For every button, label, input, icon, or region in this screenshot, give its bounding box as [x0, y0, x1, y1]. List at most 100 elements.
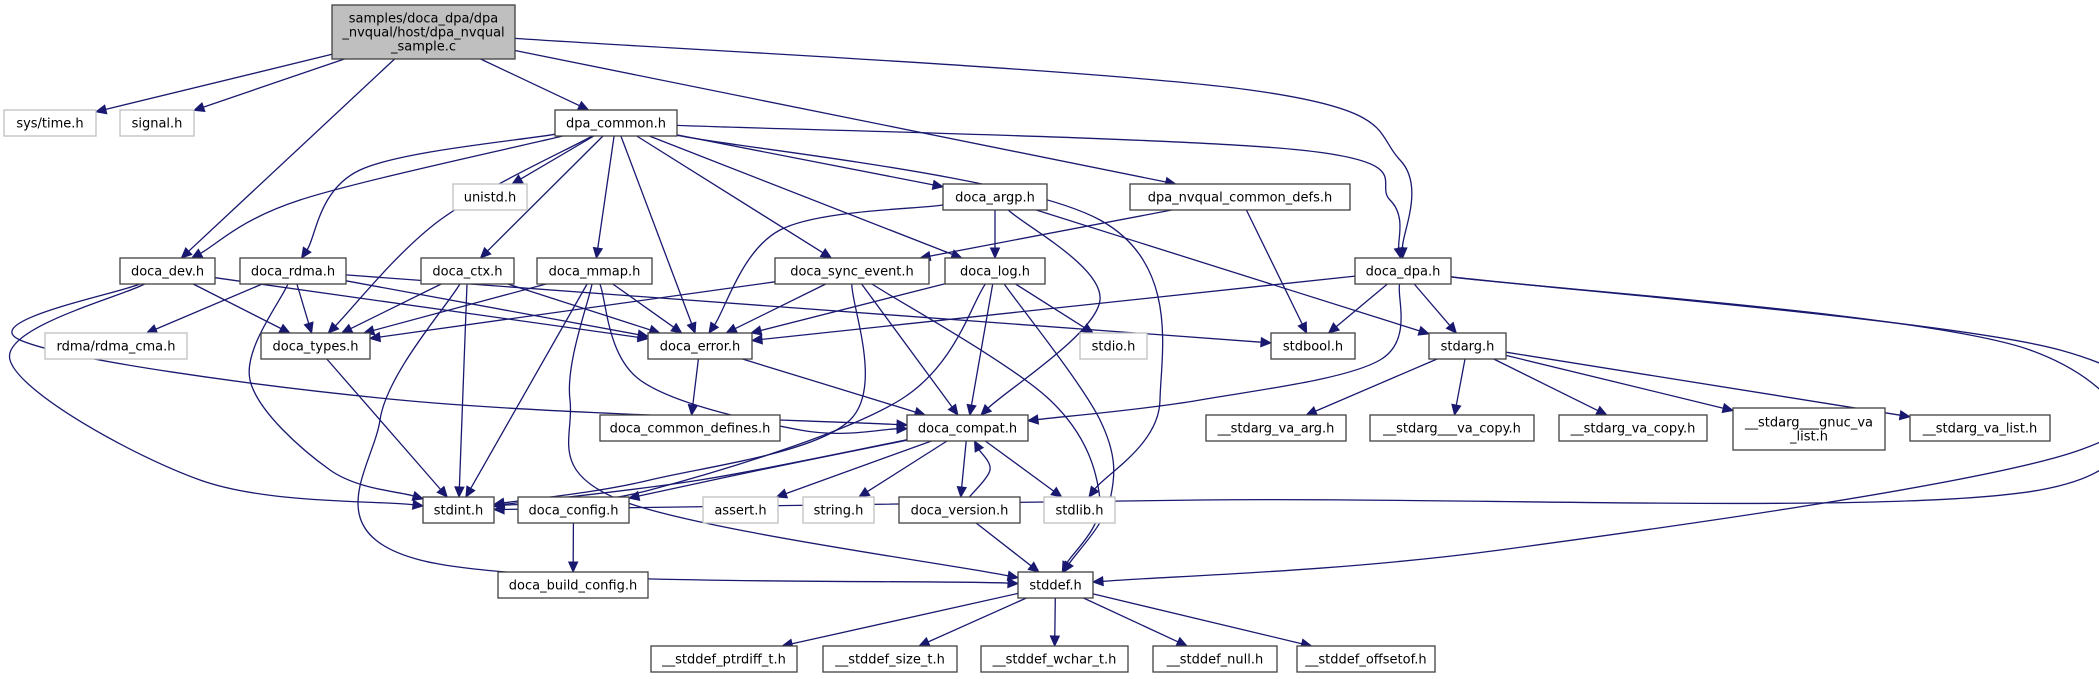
edge-line	[350, 283, 442, 330]
edge-doca_mmap-to-doca_compat	[599, 283, 909, 435]
node-doca-config[interactable]: doca_config.h	[517, 496, 630, 524]
edge-doca_compat-to-doca_version	[956, 440, 968, 499]
edge-line	[649, 135, 953, 256]
arrowhead-icon	[479, 246, 492, 259]
node-doca-dpa[interactable]: doca_dpa.h	[1354, 257, 1452, 285]
node-assert[interactable]: assert.h	[702, 496, 779, 524]
node-box	[554, 109, 678, 137]
node-stddef[interactable]: stddef.h	[1017, 571, 1094, 599]
edge-doca_error-to-doca_common_defines	[687, 358, 700, 417]
edge-line	[929, 209, 1172, 257]
node-stddef-wchar-t[interactable]: __stddef_wchar_t.h	[980, 645, 1129, 673]
node-root[interactable]: samples/doca_dpa/dpa_nvqual/host/dpa_nvq…	[331, 4, 516, 60]
node-rdma-cma[interactable]: rdma/rdma_cma.h	[44, 332, 188, 360]
node-stddef-size-t[interactable]: __stddef_size_t.h	[822, 645, 958, 673]
arrowhead-icon	[973, 439, 985, 453]
edge-line	[599, 283, 898, 435]
node-unistd[interactable]: unistd.h	[452, 183, 528, 211]
arrowhead-icon	[627, 490, 641, 502]
node-box	[599, 414, 781, 442]
node-box	[422, 496, 495, 524]
edge-line	[188, 58, 396, 252]
node-box	[1558, 414, 1708, 442]
node-stdlib[interactable]: stdlib.h	[1043, 496, 1116, 524]
edge-line	[379, 281, 776, 338]
node-doca-compat[interactable]: doca_compat.h	[906, 414, 1029, 442]
arrowhead-icon	[576, 100, 590, 111]
node-stddef-offsetof[interactable]: __stddef_offsetof.h	[1296, 645, 1436, 673]
node-box	[980, 645, 1129, 673]
node-dpa-nvqual-common-defs[interactable]: dpa_nvqual_common_defs.h	[1129, 183, 1351, 211]
node-signal[interactable]: signal.h	[119, 109, 195, 137]
node-stddef-ptrdiff-t[interactable]: __stddef_ptrdiff_t.h	[650, 645, 798, 673]
edge-doca_sync_event-to-doca_compat	[861, 283, 959, 416]
edge-line	[345, 280, 639, 336]
node-doca-sync-event[interactable]: doca_sync_event.h	[774, 257, 930, 285]
edge-line	[760, 283, 946, 332]
node-stdio[interactable]: stdio.h	[1079, 332, 1148, 360]
node-doca-argp[interactable]: doca_argp.h	[942, 183, 1048, 211]
arrowhead-icon	[636, 329, 650, 340]
arrowhead-icon	[749, 325, 763, 336]
node-stdarg-va-list[interactable]: __stdarg_va_list.h	[1909, 414, 2051, 442]
edge-doca_mmap-to-doca_error	[612, 283, 683, 334]
node-stdbool[interactable]: stdbool.h	[1270, 332, 1356, 360]
node-stdarg---va-copy[interactable]: __stdarg___va_copy.h	[1369, 414, 1535, 442]
node-box	[702, 496, 779, 524]
edge-doca_mmap-to-stdint	[465, 283, 588, 499]
node-box	[260, 332, 371, 360]
edge-line	[984, 440, 1055, 492]
arrowhead-icon	[775, 488, 789, 499]
node-doca-dev[interactable]: doca_dev.h	[119, 257, 216, 285]
node-label: __stddef_offsetof.h	[1304, 653, 1426, 668]
node-label: dpa_common.h	[566, 117, 666, 132]
edge-doca_ctx-to-stdint	[454, 283, 468, 499]
node-stdarg-va-copy[interactable]: __stdarg_va_copy.h	[1558, 414, 1708, 442]
edge-doca_rdma-to-doca_types	[296, 283, 314, 335]
edge-line	[1102, 276, 2099, 582]
node-doca-version[interactable]: doca_version.h	[898, 496, 1021, 524]
edge-line	[970, 283, 994, 406]
node-stdint[interactable]: stdint.h	[422, 496, 495, 524]
arrowhead-icon	[94, 104, 108, 115]
edge-line	[520, 135, 595, 180]
node-sys-time[interactable]: sys/time.h	[3, 109, 97, 137]
node-box	[1369, 414, 1535, 442]
node-doca-common-defines[interactable]: doca_common_defines.h	[599, 414, 781, 442]
edge-line	[334, 135, 593, 327]
arrowhead-icon	[725, 323, 739, 334]
arrowhead-icon	[368, 331, 382, 343]
node-box	[822, 645, 958, 673]
node-stddef-null[interactable]: __stddef_null.h	[1152, 645, 1278, 673]
node-label: __stddef_null.h	[1166, 653, 1264, 668]
node-string[interactable]: string.h	[802, 496, 875, 524]
node-label: doca_sync_event.h	[790, 265, 914, 280]
edge-line	[373, 283, 547, 332]
node-doca-types[interactable]: doca_types.h	[260, 332, 371, 360]
edge-line	[1037, 283, 1402, 421]
edge-line	[326, 358, 442, 490]
edge-line	[636, 135, 824, 254]
arrowhead-icon	[1091, 575, 1104, 587]
node-doca-log[interactable]: doca_log.h	[944, 257, 1046, 285]
node-dpa-common[interactable]: dpa_common.h	[554, 109, 678, 137]
arrowhead-icon	[896, 423, 909, 435]
node-doca-error[interactable]: doca_error.h	[647, 332, 753, 360]
edge-doca_argp-to-doca_log	[989, 210, 1001, 260]
node-stdarg[interactable]: stdarg.h	[1428, 332, 1507, 360]
edge-line	[357, 283, 1009, 584]
node-doca-mmap[interactable]: doca_mmap.h	[536, 257, 653, 285]
edge-line	[676, 134, 1164, 490]
node-label: doca_ctx.h	[432, 265, 502, 280]
edge-doca_compat-to-stdlib	[984, 440, 1063, 498]
node-box	[1270, 332, 1356, 360]
edge-dpa_common-to-doca_sync_event	[636, 135, 833, 259]
node-stdarg-va-arg[interactable]: __stdarg_va_arg.h	[1205, 414, 1347, 442]
node-doca-ctx[interactable]: doca_ctx.h	[420, 257, 515, 285]
edge-line	[200, 135, 563, 254]
edge-line	[567, 283, 1009, 577]
node-doca-rdma[interactable]: doca_rdma.h	[239, 257, 347, 285]
node-stdarg---gnuc-va-list[interactable]: __stdarg___gnuc_va_list.h	[1732, 407, 1886, 451]
node-doca-build-config[interactable]: doca_build_config.h	[497, 571, 649, 599]
node-box	[1205, 414, 1347, 442]
